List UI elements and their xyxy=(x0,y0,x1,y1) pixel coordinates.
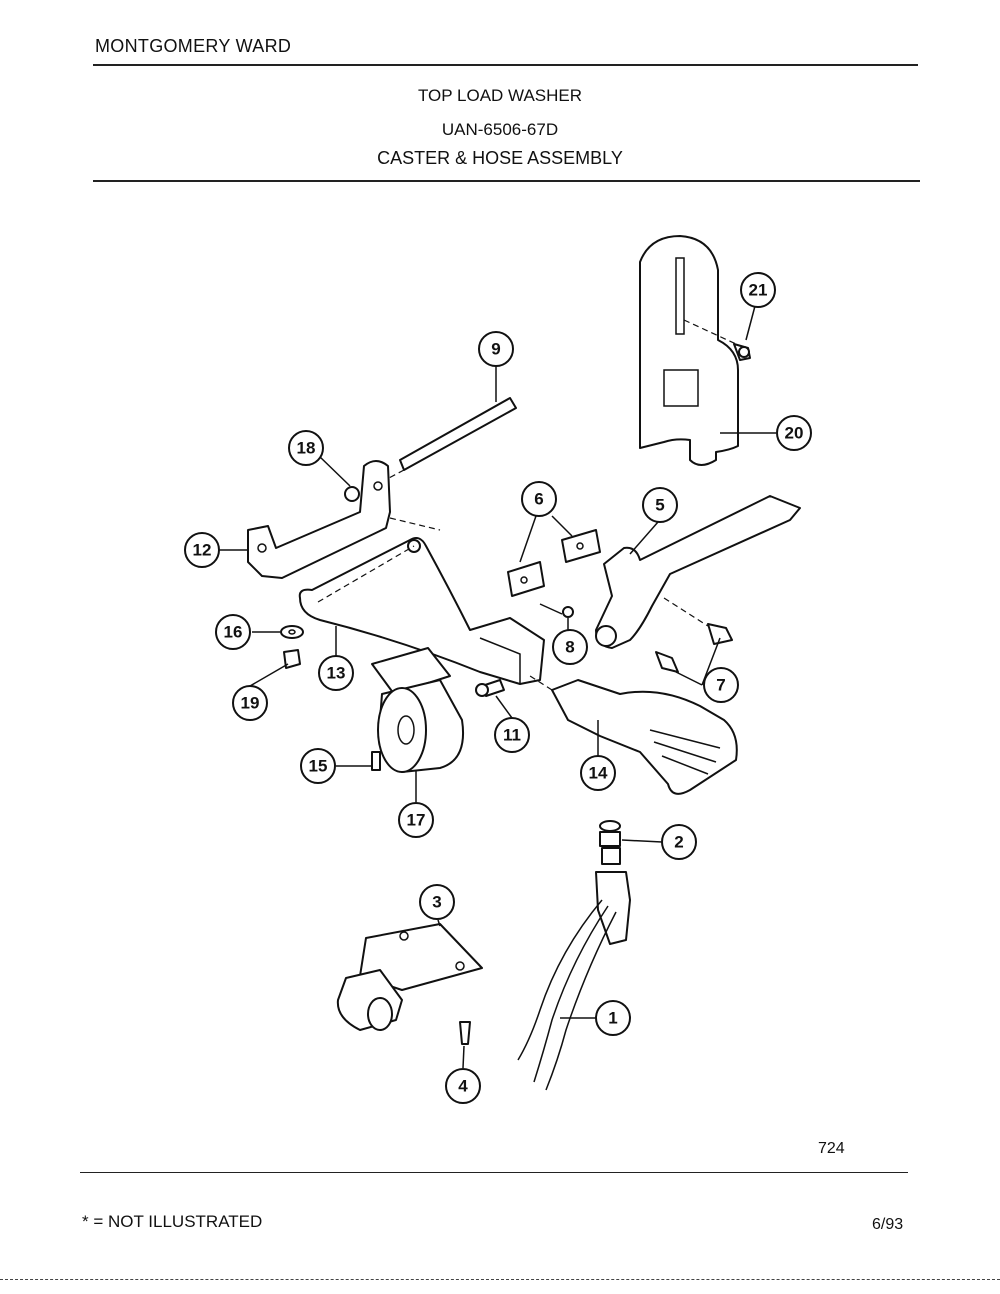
callout-1: 1 xyxy=(595,1000,631,1036)
part-7-fasteners xyxy=(655,623,733,673)
part-6-clips xyxy=(507,529,601,597)
part-19-bolt xyxy=(283,649,301,669)
not-illustrated-legend: * = NOT ILLUSTRATED xyxy=(82,1212,263,1231)
svg-text:7: 7 xyxy=(716,676,725,695)
callout-4: 4 xyxy=(445,1068,481,1104)
callout-13: 13 xyxy=(318,655,354,691)
svg-text:20: 20 xyxy=(785,424,804,443)
svg-text:4: 4 xyxy=(458,1077,468,1096)
bottom-edge-line xyxy=(0,1279,1000,1280)
callout-8: 8 xyxy=(552,629,588,665)
callout-5: 5 xyxy=(642,487,678,523)
callout-20: 20 xyxy=(776,415,812,451)
part-8-spring-clip xyxy=(539,603,574,618)
header-divider xyxy=(93,180,920,182)
callout-2: 2 xyxy=(661,824,697,860)
brand-name: MONTGOMERY WARD xyxy=(95,36,292,56)
callout-7: 7 xyxy=(703,667,739,703)
svg-text:9: 9 xyxy=(491,340,500,359)
part-9-shaft xyxy=(369,397,517,489)
callout-19: 19 xyxy=(232,685,268,721)
section-title: CASTER & HOSE ASSEMBLY xyxy=(377,148,623,168)
callout-11: 11 xyxy=(494,717,530,753)
top-divider xyxy=(93,64,918,66)
exploded-parts-diagram: 21 20 9 18 12 6 5 8 7 16 13 19 11 15 14 … xyxy=(184,235,812,1104)
svg-text:18: 18 xyxy=(297,439,316,458)
part-5-lever xyxy=(595,495,801,649)
part-1-hose xyxy=(517,871,631,1091)
svg-text:16: 16 xyxy=(224,623,243,642)
svg-text:3: 3 xyxy=(432,893,441,912)
part-11-bolt xyxy=(475,679,505,697)
callout-15: 15 xyxy=(300,748,336,784)
svg-text:15: 15 xyxy=(309,757,328,776)
svg-text:11: 11 xyxy=(503,726,521,745)
part-4-screw xyxy=(459,1021,471,1045)
part-15-screw xyxy=(371,751,381,771)
callout-14: 14 xyxy=(580,755,616,791)
svg-text:19: 19 xyxy=(241,694,260,713)
product-title: TOP LOAD WASHER xyxy=(417,86,583,105)
callout-3: 3 xyxy=(419,884,455,920)
part-12-bracket xyxy=(247,460,441,579)
svg-text:6: 6 xyxy=(534,490,543,509)
svg-text:21: 21 xyxy=(749,281,768,300)
svg-text:17: 17 xyxy=(407,811,426,830)
leader-lines xyxy=(219,305,776,1069)
part-13-lever-arm xyxy=(298,537,545,685)
svg-text:5: 5 xyxy=(655,496,664,515)
svg-text:12: 12 xyxy=(193,541,212,560)
model-number: UAN-6506-67D xyxy=(441,120,559,139)
part-3-caster-plate xyxy=(336,923,483,1031)
callout-21: 21 xyxy=(740,272,776,308)
callout-9: 9 xyxy=(478,331,514,367)
svg-text:13: 13 xyxy=(327,664,346,683)
callout-16: 17 xyxy=(398,802,434,838)
part-2-fittings xyxy=(599,820,621,865)
revision-date: 6/93 xyxy=(872,1216,904,1233)
part-20-panel-bracket xyxy=(639,235,739,466)
svg-text:2: 2 xyxy=(674,833,683,852)
part-21-screw xyxy=(733,343,751,361)
svg-text:14: 14 xyxy=(589,764,608,783)
part-18-washer xyxy=(280,625,304,639)
callout-12: 12 xyxy=(184,532,220,568)
part-16-caster-wheel xyxy=(371,647,464,773)
svg-text:8: 8 xyxy=(565,638,574,657)
callout-17: 18 xyxy=(288,430,324,466)
page-number: 724 xyxy=(818,1140,845,1157)
callout-6: 6 xyxy=(521,481,557,517)
svg-text:1: 1 xyxy=(608,1009,617,1028)
footer-divider xyxy=(80,1172,908,1173)
callout-18: 16 xyxy=(215,614,251,650)
part-14-foot-pedal xyxy=(529,675,738,795)
